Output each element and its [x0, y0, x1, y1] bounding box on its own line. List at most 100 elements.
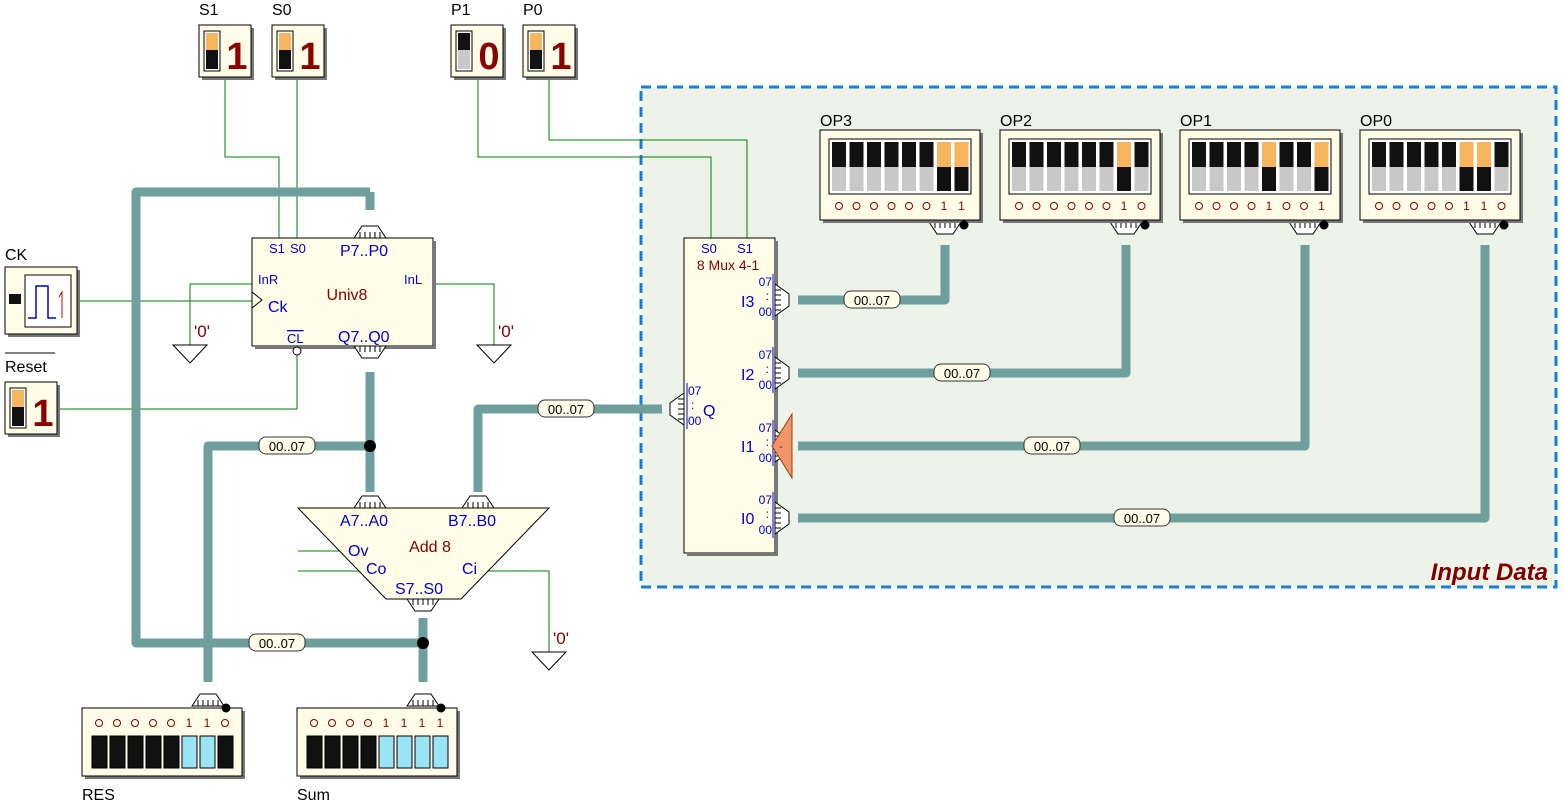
operand-port-dot	[1319, 220, 1329, 230]
dip-top	[1389, 142, 1404, 167]
display-led	[109, 735, 126, 769]
dip-top	[1279, 142, 1294, 167]
dip-bit-zero	[1032, 202, 1041, 210]
univ8-pin-inr: InR	[258, 272, 278, 287]
dip-top	[1064, 142, 1079, 167]
switch-s0[interactable]: S01	[271, 2, 327, 80]
clock-label: CK	[5, 247, 28, 264]
dip-bit-zero	[1497, 202, 1506, 210]
mux-range-lo: 00	[759, 378, 773, 392]
dip-bit-zero	[852, 202, 861, 210]
dip-bit-zero	[1015, 202, 1023, 210]
dip-top	[849, 142, 864, 167]
mux-8-4to1[interactable]: S0 S1 8 Mux 4-1 I3 I2 I1 I0 Q 07:0007:00…	[683, 237, 778, 556]
operand-label: OP0	[1360, 113, 1392, 130]
dip-bit: 1	[958, 199, 965, 213]
dip-bottom	[884, 167, 899, 191]
dip-bottom	[849, 167, 864, 191]
dip-top	[1459, 142, 1474, 167]
bus-5	[473, 404, 662, 492]
clock-source[interactable]: CK	[4, 247, 80, 337]
dip-bottom	[832, 167, 846, 191]
dip-bottom	[937, 167, 951, 191]
display-bit-zero	[310, 719, 318, 727]
switch-s1[interactable]: S11	[198, 2, 254, 80]
dip-bottom	[1459, 167, 1474, 191]
dip-top	[867, 142, 881, 167]
input-data-label: Input Data	[1431, 559, 1548, 586]
dip-bit-zero	[1085, 202, 1093, 210]
mux-range-hi: 07	[759, 493, 773, 507]
switch-digit: 1	[550, 36, 571, 78]
univ8-pin-s0: S0	[290, 241, 306, 256]
bus-tag: 00..07	[854, 293, 890, 308]
wire-7	[60, 355, 298, 410]
switch-p1[interactable]: P10	[450, 2, 506, 80]
univ8-pin-s1: S1	[269, 241, 285, 256]
clock-wave	[28, 285, 56, 319]
dip-bottom	[1064, 167, 1079, 191]
dip-top	[1244, 142, 1259, 167]
switch-digit: 1	[299, 36, 320, 78]
univ8-register[interactable]: Univ8 S1 S0 P7..P0 InR InL Ck CL Q7..Q0	[251, 237, 436, 356]
univ8-pin-q: Q7..Q0	[338, 329, 390, 346]
dip-bit: 1	[1318, 199, 1325, 213]
dip-bottom	[1209, 167, 1224, 191]
mux-selected-input-marker	[771, 412, 793, 480]
display-bit-zero	[131, 719, 139, 727]
display-bit: 1	[419, 716, 426, 730]
mux-range-lo: 00	[759, 305, 773, 319]
buses	[131, 187, 1490, 682]
mux-range-dots: :	[691, 398, 694, 412]
bus-tag: 00..07	[548, 402, 584, 417]
switch-label: P1	[451, 2, 471, 19]
dip-top	[1209, 142, 1224, 167]
bus-connector	[774, 501, 790, 535]
display-bit: 1	[204, 716, 211, 730]
dip-bottom	[902, 167, 916, 191]
bus-connector	[461, 495, 495, 509]
dip-top	[1029, 142, 1044, 167]
display-led	[324, 735, 341, 769]
dip-top	[1494, 142, 1509, 167]
bus-connector	[1109, 221, 1143, 235]
display-led	[414, 735, 431, 769]
mux-pin-i1: I1	[741, 439, 754, 456]
ground-ci-label: '0'	[553, 629, 569, 648]
wire-10	[488, 570, 550, 652]
display-bit: 1	[383, 716, 390, 730]
switch-knob	[530, 33, 542, 50]
operand-port-dot	[1140, 220, 1150, 230]
bus-connector	[353, 495, 387, 509]
mux-pin-q: Q	[703, 403, 715, 420]
wire-2	[477, 78, 712, 238]
switch-knob	[279, 33, 291, 50]
univ8-pin-inl: InL	[404, 272, 422, 287]
dip-bit-zero	[1282, 202, 1291, 210]
adder-8[interactable]: Add 8 A7..A0 B7..B0 Ov Co Ci S7..S0	[296, 507, 551, 600]
wire-3	[548, 78, 748, 238]
mux-pin-s0: S0	[701, 241, 717, 256]
mux-range-dots: :	[766, 362, 769, 376]
dip-bottom	[1407, 167, 1421, 191]
operand-label: OP3	[820, 113, 852, 130]
mux-range-dots: :	[766, 435, 769, 449]
dip-bit-zero	[1392, 202, 1401, 210]
ground-inr	[171, 344, 209, 364]
dip-top	[1082, 142, 1096, 167]
dip-top	[1372, 142, 1386, 167]
dip-bottom	[1117, 167, 1131, 191]
display-bit-zero	[221, 719, 229, 727]
switch-digit: 1	[226, 36, 247, 78]
display-bit-zero	[346, 719, 354, 727]
bus-connector	[669, 392, 685, 426]
ground-inl	[475, 344, 513, 364]
display-led	[181, 735, 198, 769]
bus-tag-box	[258, 436, 316, 455]
switch-p0[interactable]: P01	[522, 2, 578, 80]
